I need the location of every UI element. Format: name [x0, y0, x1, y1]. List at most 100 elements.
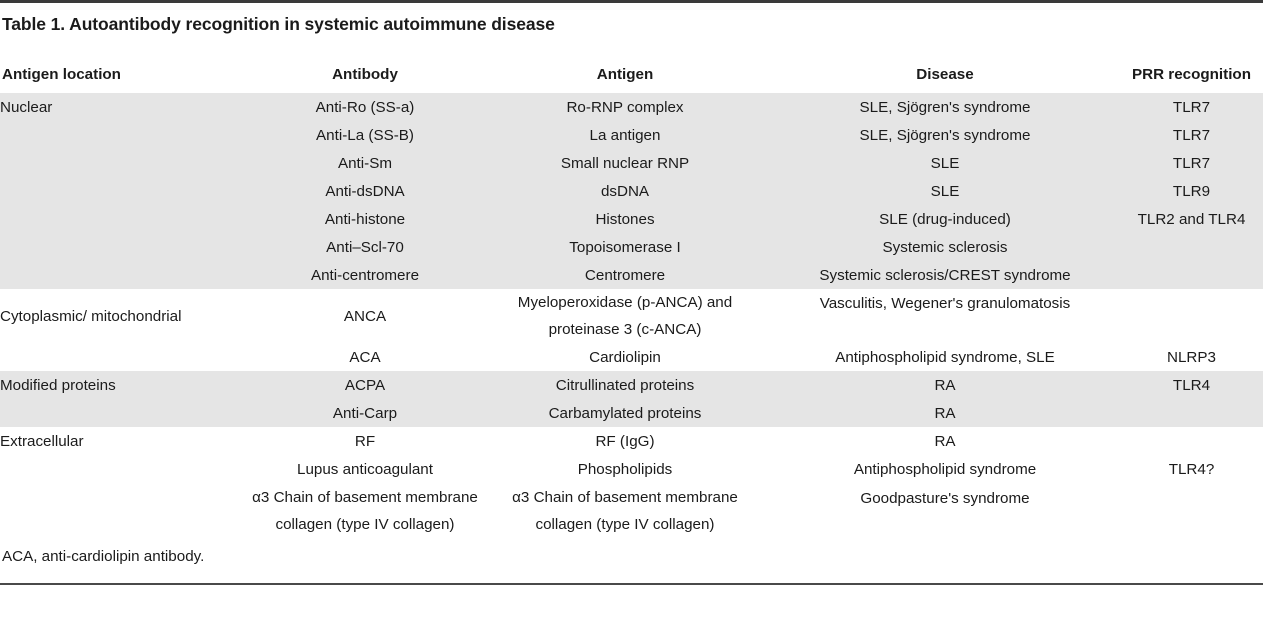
table-title: Table 1. Autoantibody recognition in sys… — [2, 14, 555, 34]
cell-antibody: RF — [250, 427, 480, 455]
column-header-prr-recognition: PRR recognition — [1120, 66, 1263, 93]
cell-antigen-location — [0, 455, 250, 483]
cell-disease-text: Goodpasture's syndrome — [860, 489, 1030, 507]
cell-disease: Systemic sclerosis/CREST syndrome — [770, 261, 1120, 289]
column-header-antigen-location: Antigen location — [0, 66, 250, 93]
column-header-antigen: Antigen — [480, 66, 770, 93]
cell-antigen: Histones — [480, 205, 770, 233]
cell-antigen-line-2: proteinase 3 (c-ANCA) — [548, 321, 702, 338]
cell-antigen-line-1: α3 Chain of basement membrane — [512, 489, 738, 506]
cell-prr: TLR7 — [1120, 93, 1263, 121]
cell-antigen: Citrullinated proteins — [480, 371, 770, 399]
cell-antigen-location — [0, 261, 250, 289]
cell-prr: TLR2 and TLR4 — [1120, 205, 1263, 233]
table-top-rule — [0, 0, 1263, 3]
cell-antibody: α3 Chain of basement membrane collagen (… — [250, 483, 480, 539]
cell-antigen-line-1: Myeloperoxidase (p-ANCA) and — [517, 294, 733, 311]
cell-antigen: Topoisomerase I — [480, 233, 770, 261]
cell-disease: Goodpasture's syndrome — [770, 483, 1120, 539]
table-row: Lupus anticoagulant Phospholipids Antiph… — [0, 455, 1263, 483]
cell-antibody: Anti-Sm — [250, 149, 480, 177]
cell-disease: RA — [770, 371, 1120, 399]
cell-antigen-location — [0, 205, 250, 233]
cell-antigen: α3 Chain of basement membrane collagen (… — [480, 483, 770, 539]
table-bottom-rule — [0, 583, 1263, 585]
cell-antigen: La antigen — [480, 121, 770, 149]
column-header-disease: Disease — [770, 66, 1120, 93]
cell-antibody: Anti-Ro (SS-a) — [250, 93, 480, 121]
cell-antigen: Small nuclear RNP — [480, 149, 770, 177]
cell-antigen: dsDNA — [480, 177, 770, 205]
cell-antigen-location: Cytoplasmic/ mitochondrial — [0, 289, 250, 343]
table-row: Anti–Scl-70 Topoisomerase I Systemic scl… — [0, 233, 1263, 261]
cell-prr — [1120, 289, 1263, 343]
cell-antigen-location — [0, 149, 250, 177]
cell-antibody: ACA — [250, 343, 480, 371]
cell-antigen: Centromere — [480, 261, 770, 289]
cell-antigen-line-2: collagen (type IV collagen) — [535, 516, 715, 533]
cell-prr: TLR4? — [1120, 455, 1263, 483]
table-row: Anti-Sm Small nuclear RNP SLE TLR7 — [0, 149, 1263, 177]
cell-antigen: RF (IgG) — [480, 427, 770, 455]
cell-antigen-location — [0, 177, 250, 205]
cell-disease-text: Vasculitis, Wegener's granulomatosis — [819, 294, 1071, 312]
cell-prr — [1120, 483, 1263, 539]
table-row: Extracellular RF RF (IgG) RA — [0, 427, 1263, 455]
cell-prr — [1120, 261, 1263, 289]
cell-disease: SLE, Sjögren's syndrome — [770, 121, 1120, 149]
cell-antibody: Anti-Carp — [250, 399, 480, 427]
table-row: ACA Cardiolipin Antiphospholipid syndrom… — [0, 343, 1263, 371]
cell-antibody: ACPA — [250, 371, 480, 399]
table-header: Antigen location Antibody Antigen Diseas… — [0, 66, 1263, 93]
cell-antibody: ANCA — [250, 289, 480, 343]
header-row: Antigen location Antibody Antigen Diseas… — [0, 66, 1263, 93]
table-row: Anti-dsDNA dsDNA SLE TLR9 — [0, 177, 1263, 205]
table-row: Modified proteins ACPA Citrullinated pro… — [0, 371, 1263, 399]
cell-antigen-location — [0, 121, 250, 149]
cell-antigen-location — [0, 483, 250, 539]
cell-antigen: Myeloperoxidase (p-ANCA) and proteinase … — [480, 289, 770, 343]
cell-antigen: Cardiolipin — [480, 343, 770, 371]
cell-disease: SLE, Sjögren's syndrome — [770, 93, 1120, 121]
cell-prr: TLR7 — [1120, 149, 1263, 177]
cell-prr — [1120, 233, 1263, 261]
cell-disease: RA — [770, 427, 1120, 455]
table-row: Cytoplasmic/ mitochondrial ANCA Myeloper… — [0, 289, 1263, 343]
cell-disease: SLE (drug-induced) — [770, 205, 1120, 233]
cell-antibody-line-1: α3 Chain of basement membrane — [252, 489, 478, 506]
cell-antigen-location — [0, 399, 250, 427]
cell-antigen-location: Modified proteins — [0, 371, 250, 399]
table-row: Anti-centromere Centromere Systemic scle… — [0, 261, 1263, 289]
cell-antibody-line-2: collagen (type IV collagen) — [275, 516, 455, 533]
cell-prr: TLR7 — [1120, 121, 1263, 149]
cell-antibody: Anti-centromere — [250, 261, 480, 289]
cell-antigen: Phospholipids — [480, 455, 770, 483]
cell-antibody: Lupus anticoagulant — [250, 455, 480, 483]
cell-disease: Systemic sclerosis — [770, 233, 1120, 261]
cell-disease: Antiphospholipid syndrome, SLE — [770, 343, 1120, 371]
cell-antibody: Anti-dsDNA — [250, 177, 480, 205]
table-row: Anti-histone Histones SLE (drug-induced)… — [0, 205, 1263, 233]
cell-disease: RA — [770, 399, 1120, 427]
cell-prr: TLR9 — [1120, 177, 1263, 205]
cell-antigen-location — [0, 233, 250, 261]
column-header-antibody: Antibody — [250, 66, 480, 93]
table-row: Nuclear Anti-Ro (SS-a) Ro-RNP complex SL… — [0, 93, 1263, 121]
cell-prr: TLR4 — [1120, 371, 1263, 399]
cell-antigen: Carbamylated proteins — [480, 399, 770, 427]
cell-prr — [1120, 399, 1263, 427]
autoantibody-table: Antigen location Antibody Antigen Diseas… — [0, 66, 1263, 539]
cell-disease: SLE — [770, 177, 1120, 205]
table-footnote: ACA, anti-cardiolipin antibody. — [2, 548, 205, 565]
table-row: α3 Chain of basement membrane collagen (… — [0, 483, 1263, 539]
table-row: Anti-Carp Carbamylated proteins RA — [0, 399, 1263, 427]
cell-antigen-location: Extracellular — [0, 427, 250, 455]
cell-disease: SLE — [770, 149, 1120, 177]
cell-antibody: Anti-histone — [250, 205, 480, 233]
cell-prr — [1120, 427, 1263, 455]
cell-disease: Antiphospholipid syndrome — [770, 455, 1120, 483]
cell-antigen-location: Nuclear — [0, 93, 250, 121]
cell-prr: NLRP3 — [1120, 343, 1263, 371]
cell-antibody: Anti–Scl-70 — [250, 233, 480, 261]
